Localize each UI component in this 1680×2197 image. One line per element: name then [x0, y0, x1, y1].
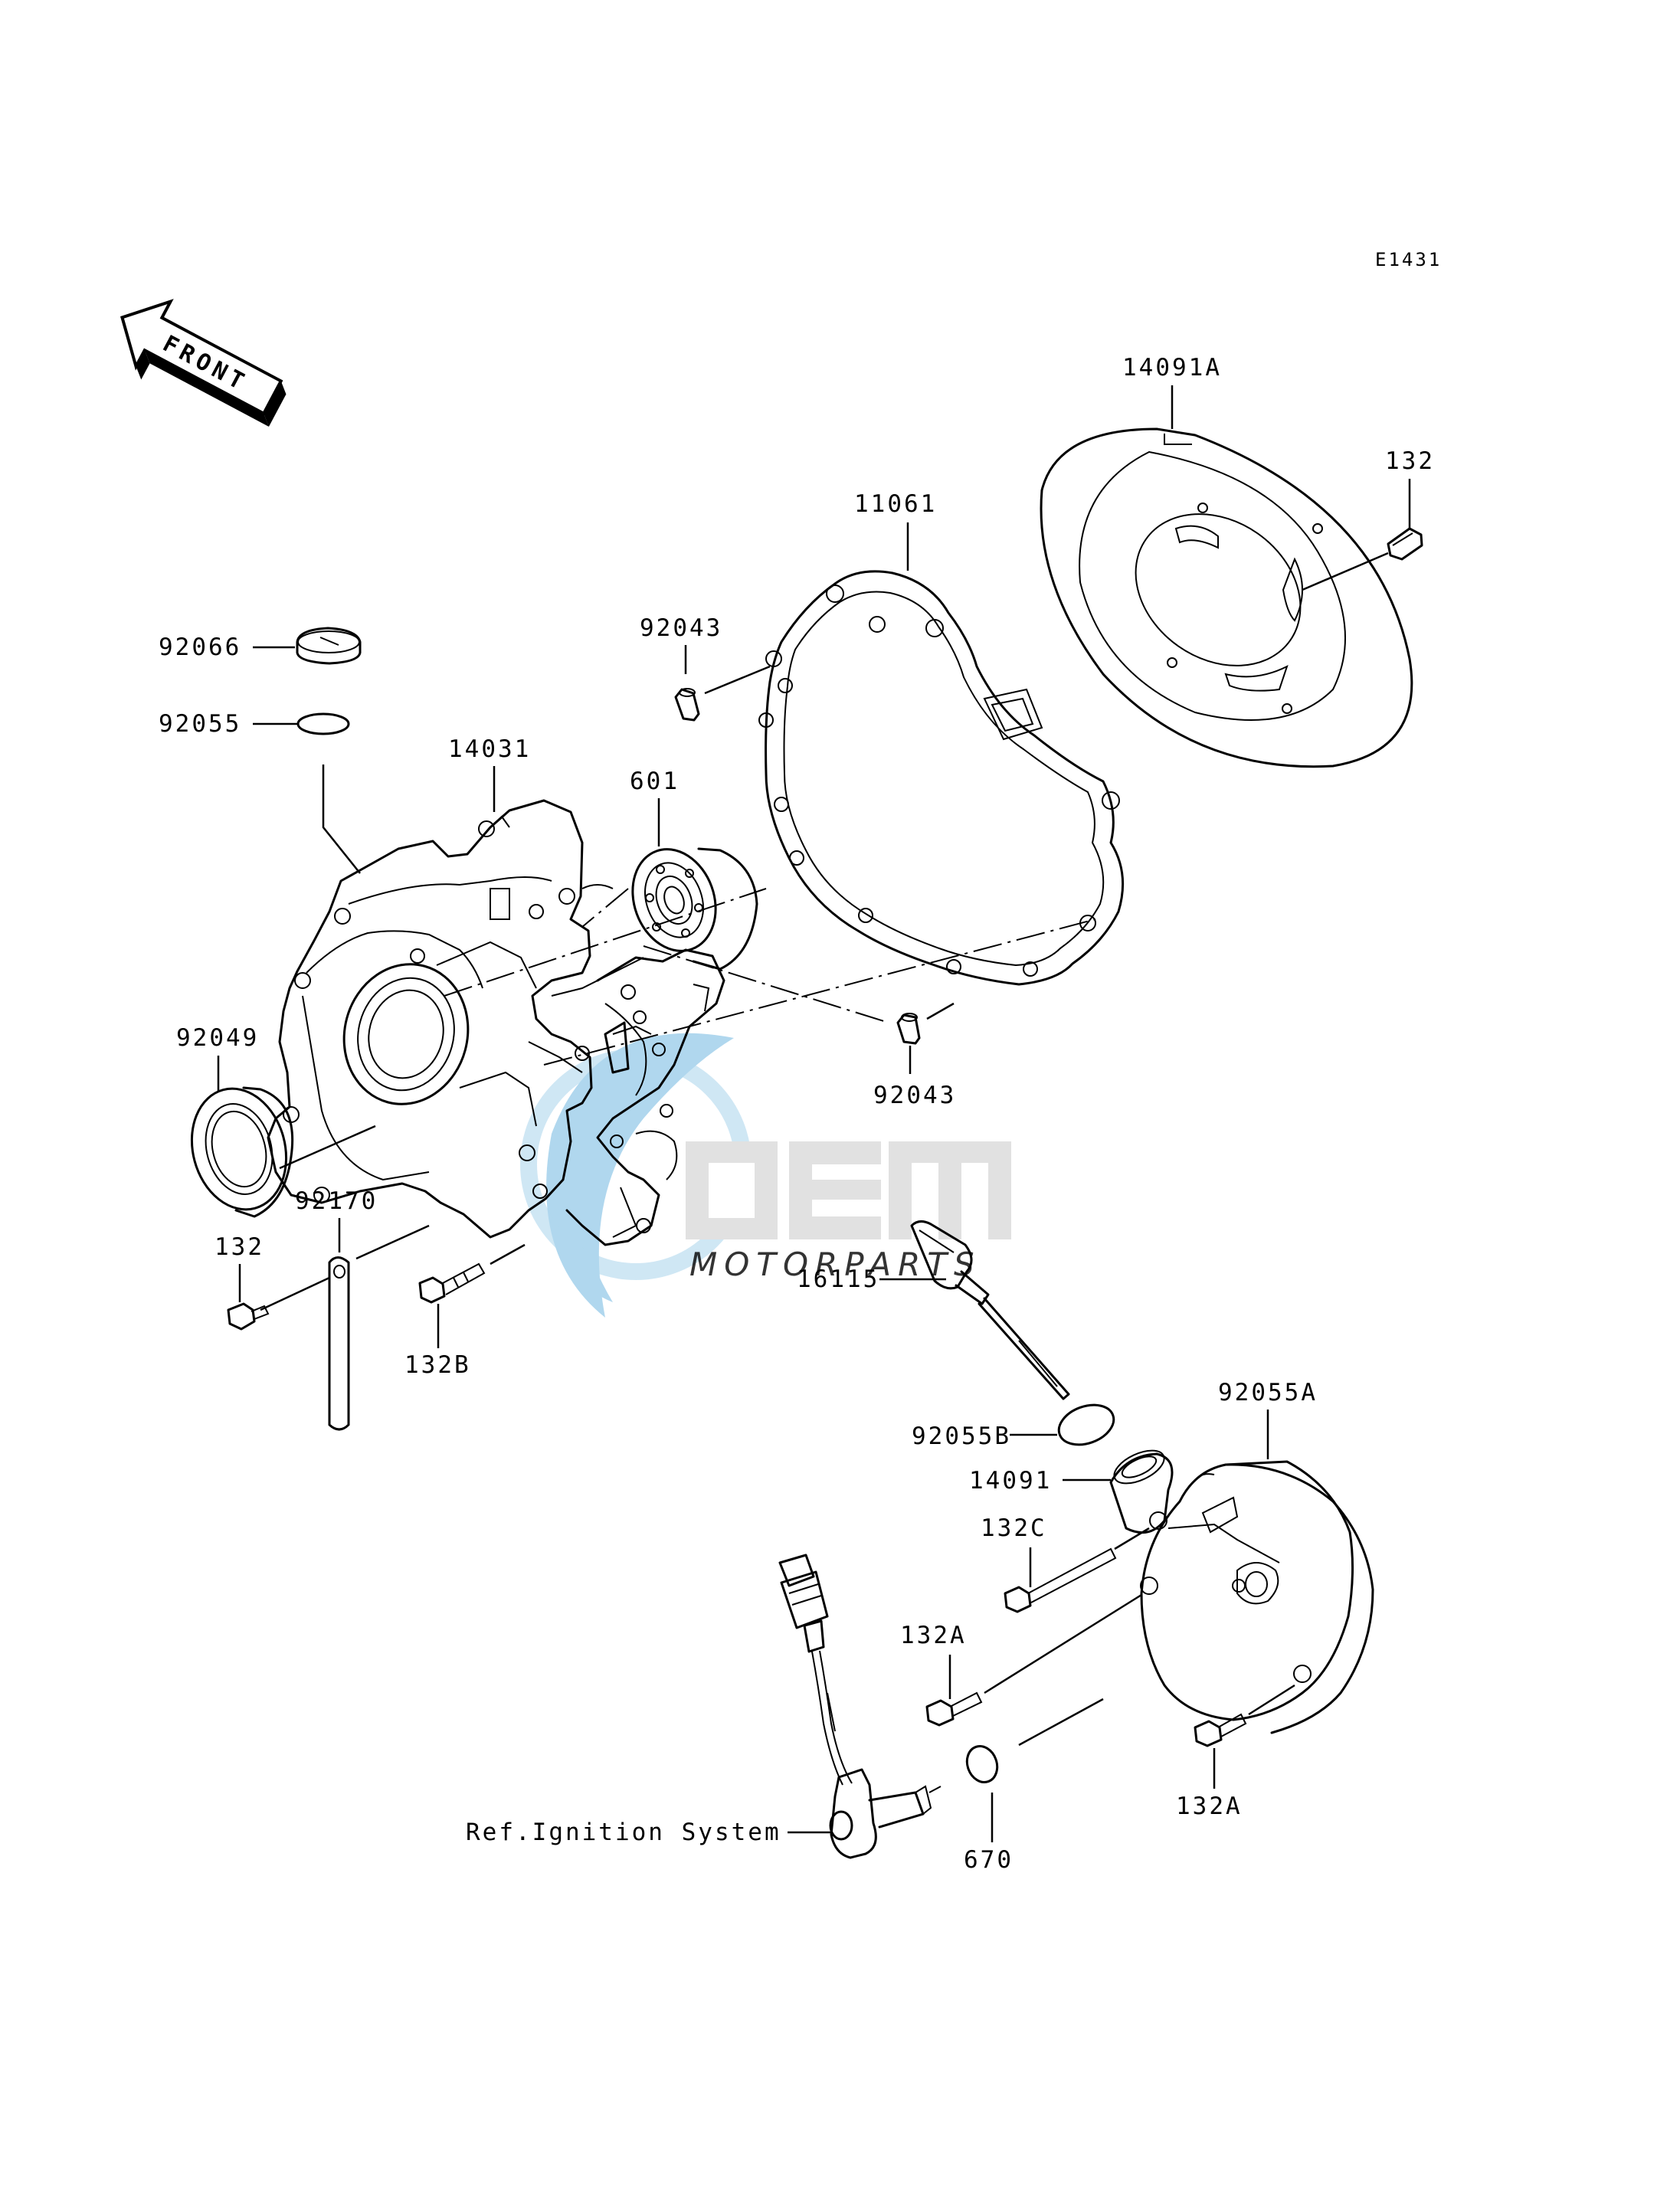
bolt-132A-right [1194, 1713, 1247, 1747]
bolt-132C [1004, 1547, 1117, 1613]
label-14031: 14031 [448, 735, 531, 763]
label-132A-left: 132A [900, 1622, 967, 1649]
cover-92055A [1140, 1460, 1374, 1734]
label-132C: 132C [981, 1514, 1047, 1542]
seal-92049 [190, 1086, 294, 1218]
label-92170: 92170 [295, 1187, 378, 1215]
plug-92066 [296, 627, 362, 665]
label-132-top: 132 [1385, 447, 1435, 475]
bearing-601 [631, 847, 758, 971]
label-ref-ignition: Ref.Ignition System [466, 1819, 781, 1846]
label-132A-right: 132A [1176, 1793, 1243, 1820]
neck-14091 [1109, 1449, 1174, 1534]
label-132-left: 132 [215, 1233, 264, 1261]
label-92066: 92066 [159, 634, 241, 661]
label-92043-bot: 92043 [873, 1082, 956, 1109]
bolt-132A-left [925, 1691, 983, 1727]
label-670: 670 [964, 1846, 1014, 1874]
label-92055A: 92055A [1218, 1379, 1318, 1406]
label-14091: 14091 [969, 1467, 1052, 1495]
label-92055: 92055 [159, 710, 241, 738]
bolt-132-top [1387, 527, 1423, 561]
label-92055B: 92055B [912, 1423, 1011, 1450]
label-14091A: 14091A [1122, 354, 1222, 381]
front-arrow-icon: FRONT [120, 299, 287, 427]
label-11061: 11061 [854, 490, 937, 518]
oring-92055 [296, 712, 350, 735]
dowel-92043-bot [896, 1013, 921, 1045]
sensor-ignition-wiring [778, 1554, 942, 1859]
label-92043-top: 92043 [640, 614, 722, 642]
label-92049: 92049 [176, 1024, 259, 1052]
oring-670 [965, 1745, 999, 1783]
diagram-code: E1431 [1375, 249, 1442, 270]
clamp-92170 [328, 1256, 350, 1431]
bolt-132B [418, 1262, 486, 1304]
watermark-logo [520, 1033, 1011, 1318]
dowel-92043-top [674, 688, 700, 722]
bolt-132-left [227, 1302, 270, 1331]
label-601: 601 [630, 768, 680, 795]
dipstick-16115 [910, 1220, 1070, 1400]
part-11061-gasket [758, 570, 1125, 986]
oring-92055B [1057, 1403, 1115, 1446]
label-16115: 16115 [797, 1265, 879, 1293]
part-14091A-cover [1040, 427, 1413, 768]
part-14031-cover [267, 799, 725, 1246]
label-132B: 132B [404, 1351, 471, 1379]
